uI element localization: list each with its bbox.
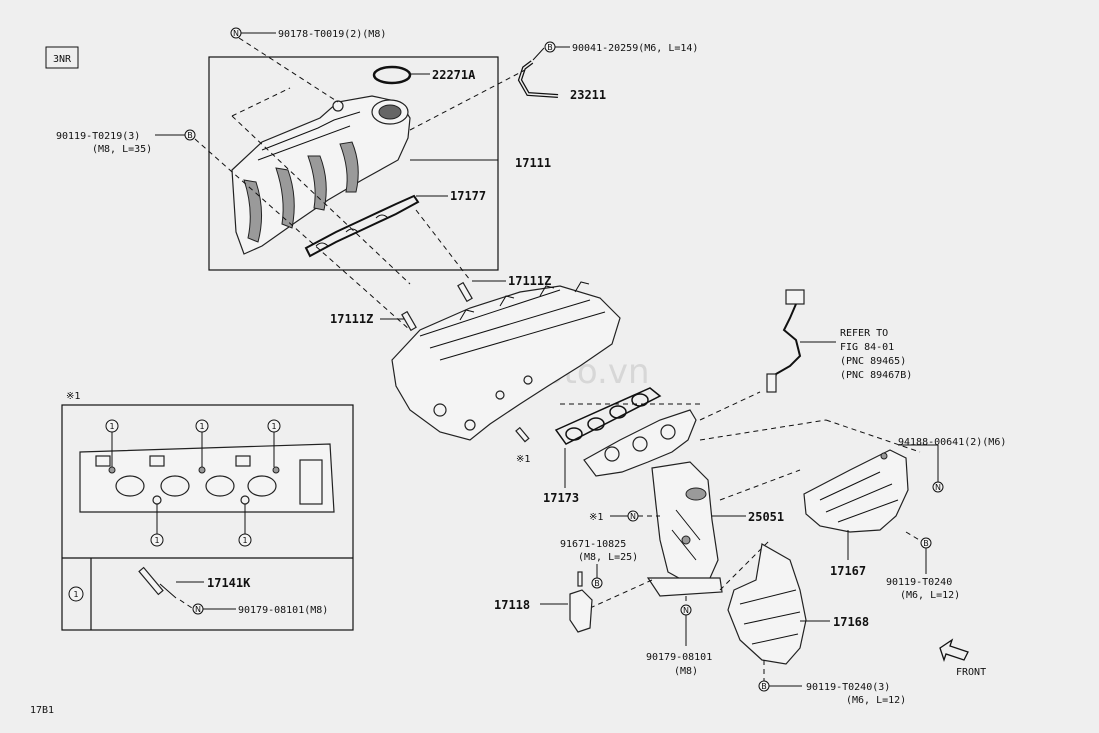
svg-text:N: N — [630, 512, 636, 521]
symbol-b-91671: B — [591, 577, 603, 589]
label-94188: 94188-00641(2)(M6) — [898, 437, 1006, 448]
exhaust-manifold-drawing — [583, 409, 723, 597]
label-17111: 17111 — [515, 156, 551, 170]
manifold-group-frame — [208, 56, 499, 271]
label-17118: 17118 — [494, 598, 530, 612]
inset-callout-1e: 1 — [238, 533, 252, 547]
label-23211: 23211 — [570, 88, 606, 102]
label-17111z-b: 17111Z — [330, 312, 373, 326]
svg-text:B: B — [761, 682, 767, 691]
svg-text:N: N — [683, 606, 689, 615]
symbol-b-90119-t0240: B — [920, 537, 932, 549]
symbol-b-90119-t0219: B — [184, 129, 196, 141]
refer-line-1: REFER TO — [840, 328, 888, 339]
label-90041: 90041-20259(M6, L=14) — [572, 43, 698, 54]
label-90178: 90178-T0019(2)(M8) — [278, 29, 386, 40]
label-90119-t0219: 90119-T0219(3) — [56, 131, 140, 142]
svg-text:B: B — [594, 579, 600, 588]
page-code: 17B1 — [30, 705, 54, 716]
inset-head-face-drawing — [79, 443, 335, 513]
mark-x1-a: ※1 — [516, 454, 530, 465]
legend-callout-1: 1 — [68, 586, 84, 602]
front-label: FRONT — [956, 667, 986, 678]
svg-text:N: N — [195, 605, 201, 614]
svg-text:B: B — [923, 539, 929, 548]
oxygen-sensor-drawing — [766, 289, 805, 393]
stud-17141k-drawing — [138, 566, 177, 599]
label-17111z-a: 17111Z — [508, 274, 551, 288]
stud-17111z-drawing — [401, 281, 473, 332]
svg-text:B: B — [547, 43, 553, 52]
heat-insulator-17168-drawing — [727, 543, 807, 665]
gasket-17177-drawing — [304, 194, 420, 258]
svg-text:1: 1 — [154, 536, 159, 545]
symbol-n-x1: N — [627, 510, 639, 522]
svg-text:1: 1 — [109, 422, 114, 431]
gasket-17173-drawing — [554, 387, 662, 445]
label-17177: 17177 — [450, 189, 486, 203]
label-91671-spec: (M8, L=25) — [578, 552, 638, 563]
label-90119-t0240-spec: (M6, L=12) — [900, 590, 960, 601]
symbol-n-94188: N — [932, 481, 944, 493]
symbol-b-90119-t0240-3: B — [758, 680, 770, 692]
symbol-n-90178: N — [230, 27, 242, 39]
refer-line-2: FIG 84-01 — [840, 342, 894, 353]
svg-text:1: 1 — [73, 590, 78, 599]
symbol-b-90041: B — [544, 41, 556, 53]
label-90179-a: 90179-08101(M8) — [238, 605, 328, 616]
mark-x1-b: ※1 — [589, 512, 603, 523]
label-90119-t0240-3-spec: (M6, L=12) — [846, 695, 906, 706]
svg-text:N: N — [935, 483, 941, 492]
inset-mark: ※1 — [66, 391, 80, 402]
inset-panel — [61, 404, 354, 631]
engine-code: 3NR — [53, 54, 72, 65]
bracket-17118-drawing — [569, 589, 593, 633]
refer-line-3: (PNC 89465) — [840, 356, 906, 367]
inset-callout-1d: 1 — [150, 533, 164, 547]
svg-text:N: N — [233, 29, 239, 38]
intake-manifold-drawing — [231, 95, 411, 255]
label-17167: 17167 — [830, 564, 866, 578]
inset-callout-1a: 1 — [105, 419, 119, 433]
label-90179-b: 90179-08101 — [646, 652, 712, 663]
engine-code-box — [45, 46, 79, 69]
label-90119-t0240-3: 90119-T0240(3) — [806, 682, 890, 693]
inset-callout-1b: 1 — [195, 419, 209, 433]
label-22271a: 22271A — [432, 68, 476, 82]
symbol-n-90179-b: N — [680, 604, 692, 616]
svg-text:1: 1 — [199, 422, 204, 431]
label-25051: 25051 — [748, 510, 784, 524]
cylinder-head-drawing — [391, 281, 621, 441]
stud-x1-drawing — [515, 426, 530, 443]
svg-text:1: 1 — [271, 422, 276, 431]
label-91671: 91671-10825 — [560, 539, 626, 550]
refer-line-4: (PNC 89467B) — [840, 370, 912, 381]
label-90179-b-spec: (M8) — [674, 666, 698, 677]
front-arrow-icon — [939, 638, 969, 663]
label-90119-t0240: 90119-T0240 — [886, 577, 952, 588]
label-17141k: 17141K — [207, 576, 251, 590]
svg-text:1: 1 — [242, 536, 247, 545]
inset-callout-1c: 1 — [267, 419, 281, 433]
gasket-22271a-drawing — [372, 65, 412, 85]
heat-insulator-17167-drawing — [803, 449, 909, 533]
label-17168: 17168 — [833, 615, 869, 629]
svg-text:B: B — [187, 131, 193, 140]
symbol-n-90179-a: N — [192, 603, 204, 615]
label-17173: 17173 — [543, 491, 579, 505]
label-90119-t0219-spec: (M8, L=35) — [92, 144, 152, 155]
